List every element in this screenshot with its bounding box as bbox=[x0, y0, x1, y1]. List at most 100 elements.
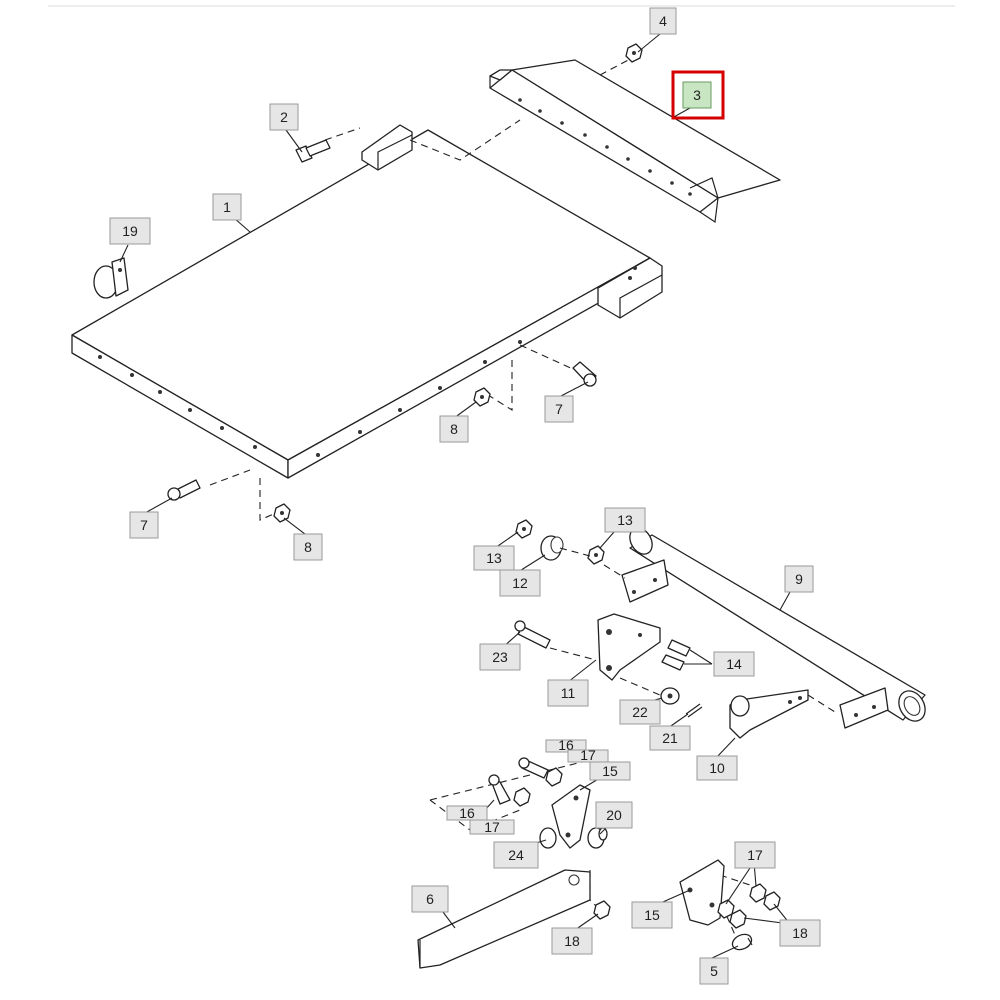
part-14-pins[interactable] bbox=[661, 639, 691, 671]
callout-18-left[interactable]: 18 bbox=[551, 927, 593, 955]
part-8-nut-left[interactable] bbox=[273, 503, 291, 523]
part-5-knob[interactable] bbox=[730, 931, 754, 952]
assembly-line bbox=[599, 57, 633, 76]
callout-16-lower-label: 16 bbox=[459, 805, 475, 821]
tube-bracket-left[interactable] bbox=[621, 559, 669, 603]
part-4-nut[interactable] bbox=[625, 43, 643, 63]
callout-18-right[interactable]: 18 bbox=[779, 919, 821, 947]
callout-7-left[interactable]: 7 bbox=[129, 511, 159, 539]
part-21-pin[interactable] bbox=[685, 703, 703, 718]
part-9-tube[interactable] bbox=[625, 524, 930, 726]
part-15-bracket-upper[interactable] bbox=[551, 784, 591, 849]
part-7-bolt-left[interactable] bbox=[167, 479, 201, 501]
callout-15-upper[interactable]: 15 bbox=[589, 761, 631, 781]
callout-15-lower-label: 15 bbox=[644, 907, 660, 923]
callout-8-left-label: 8 bbox=[304, 539, 312, 555]
part-20-spacer[interactable] bbox=[587, 827, 608, 849]
callout-6[interactable]: 6 bbox=[411, 885, 449, 913]
callout-7-right-label: 7 bbox=[555, 401, 563, 417]
assembly-line bbox=[719, 874, 751, 886]
callout-13-left[interactable]: 13 bbox=[473, 545, 515, 571]
part-12-bushing[interactable] bbox=[540, 535, 564, 561]
callout-7-right[interactable]: 7 bbox=[544, 395, 574, 423]
callout-15-upper-label: 15 bbox=[602, 763, 618, 779]
part-16-bolt-lower[interactable] bbox=[488, 774, 511, 805]
callout-17-upper[interactable]: 17 bbox=[567, 747, 609, 763]
callout-13-right[interactable]: 13 bbox=[604, 507, 646, 533]
assembly-line bbox=[519, 344, 576, 371]
callout-16-upper[interactable]: 16 bbox=[545, 737, 587, 753]
callout-22-label: 22 bbox=[632, 704, 648, 720]
callout-19[interactable]: 19 bbox=[109, 217, 151, 245]
part-19-clamp[interactable] bbox=[93, 257, 129, 299]
callout-12-label: 12 bbox=[512, 575, 528, 591]
part-8-nut-right[interactable] bbox=[473, 387, 491, 407]
callout-21-label: 21 bbox=[662, 730, 678, 746]
assembly-line bbox=[549, 647, 597, 661]
callout-23[interactable]: 23 bbox=[479, 643, 521, 671]
callout-1[interactable]: 1 bbox=[212, 193, 242, 221]
part-1-deck[interactable] bbox=[71, 124, 663, 479]
callout-5[interactable]: 5 bbox=[699, 957, 729, 985]
part-15-bracket-lower[interactable] bbox=[679, 859, 725, 926]
callout-12[interactable]: 12 bbox=[499, 569, 541, 597]
callout-4-label: 4 bbox=[659, 13, 667, 29]
callout-8-left[interactable]: 8 bbox=[293, 533, 323, 561]
part-16-bolt-upper[interactable] bbox=[518, 757, 549, 779]
part-18-nut-left[interactable] bbox=[593, 900, 611, 920]
callout-15-lower[interactable]: 15 bbox=[631, 901, 673, 929]
callout-3-label: 3 bbox=[693, 87, 701, 103]
assembly-line bbox=[209, 469, 251, 486]
callout-7-left-label: 7 bbox=[140, 517, 148, 533]
callout-19-label: 19 bbox=[122, 223, 138, 239]
callout-11-label: 11 bbox=[561, 685, 576, 701]
callout-21[interactable]: 21 bbox=[649, 725, 691, 751]
part-13-nut-right[interactable] bbox=[587, 545, 605, 565]
part-11-plate[interactable] bbox=[597, 613, 661, 681]
deck-holes bbox=[98, 266, 637, 457]
assembly-line bbox=[603, 564, 626, 579]
assembly-line bbox=[259, 478, 279, 521]
part-18-nuts-lower[interactable] bbox=[729, 891, 781, 929]
callout-17-right[interactable]: 17 bbox=[734, 841, 776, 869]
callout-17-lower[interactable]: 17 bbox=[469, 819, 515, 835]
part-23-bolt[interactable] bbox=[514, 620, 551, 649]
callout-17-lower-label: 17 bbox=[484, 819, 500, 835]
part-24-spacer[interactable] bbox=[539, 827, 557, 849]
callout-6-label: 6 bbox=[426, 891, 434, 907]
callout-18-right-label: 18 bbox=[792, 925, 808, 941]
part-10-bracket[interactable] bbox=[729, 689, 809, 739]
callout-4[interactable]: 4 bbox=[649, 7, 677, 35]
callout-2[interactable]: 2 bbox=[269, 103, 299, 131]
part-17-nut-lower[interactable] bbox=[513, 787, 531, 807]
callout-24[interactable]: 24 bbox=[493, 841, 539, 869]
callout-9-label: 9 bbox=[795, 571, 803, 587]
part-3-shield[interactable] bbox=[489, 59, 781, 224]
callout-9[interactable]: 9 bbox=[784, 565, 814, 593]
callout-8-right[interactable]: 8 bbox=[439, 415, 469, 443]
callout-23-label: 23 bbox=[492, 649, 508, 665]
callout-3[interactable]: 3 bbox=[671, 70, 725, 120]
tube-bracket-right[interactable] bbox=[839, 687, 889, 729]
callout-8-right-label: 8 bbox=[450, 421, 458, 437]
part-13-nut-left[interactable] bbox=[515, 519, 533, 539]
part-6-arm[interactable] bbox=[417, 869, 591, 969]
assembly-line bbox=[619, 677, 661, 696]
part-22-washer[interactable] bbox=[660, 687, 680, 705]
part-17-nuts-lower[interactable] bbox=[717, 883, 767, 919]
callout-20[interactable]: 20 bbox=[595, 801, 633, 829]
callout-10[interactable]: 10 bbox=[696, 755, 738, 781]
callout-11[interactable]: 11 bbox=[547, 679, 589, 707]
callout-1-label: 1 bbox=[223, 199, 231, 215]
callout-14-label: 14 bbox=[726, 656, 742, 672]
part-17-nut-upper[interactable] bbox=[545, 767, 563, 787]
assembly-line bbox=[409, 119, 521, 161]
callout-18-left-label: 18 bbox=[564, 933, 580, 949]
callout-14[interactable]: 14 bbox=[713, 651, 755, 677]
callout-17-right-label: 17 bbox=[747, 847, 763, 863]
callout-22[interactable]: 22 bbox=[619, 699, 661, 725]
part-7-bolt-right[interactable] bbox=[572, 361, 597, 387]
callout-16-lower[interactable]: 16 bbox=[446, 805, 488, 821]
